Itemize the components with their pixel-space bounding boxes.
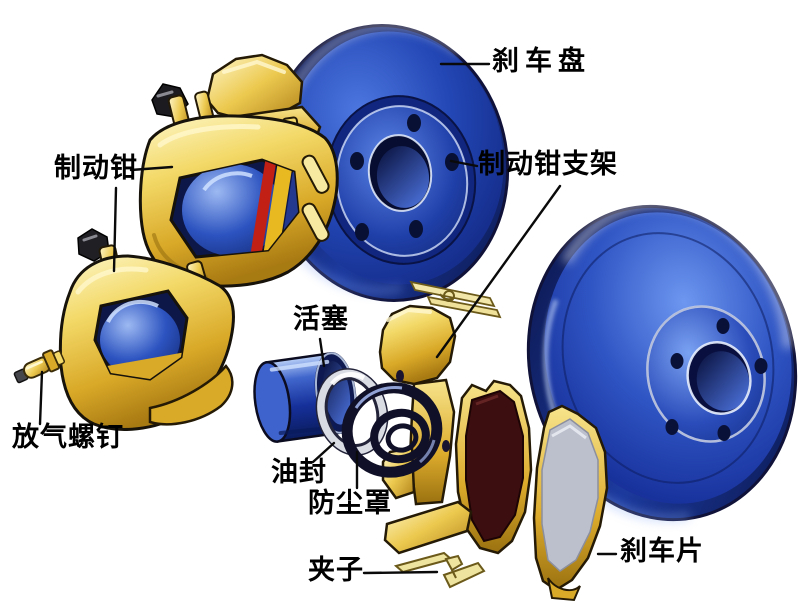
leader-clip [362, 570, 439, 575]
leader-bleed-screw [38, 370, 44, 426]
retaining-clip-illustration [393, 551, 486, 589]
label-oil-seal: 油封 [271, 457, 327, 487]
label-caliper-bracket: 制动钳支架 [478, 149, 618, 179]
leader-caliper-lower [112, 186, 118, 273]
leader-oil-seal [311, 441, 336, 464]
leader-caliper-upper [129, 165, 174, 172]
bolt-holes-rear-disc [350, 114, 459, 241]
label-dust-cover: 防尘罩 [308, 488, 392, 518]
dust-boot-illustration [341, 382, 443, 478]
label-caliper: 制动钳 [54, 153, 138, 183]
bolt-holes-front-disc [665, 318, 768, 441]
brake-pad-inner-illustration [454, 379, 533, 555]
shim-strip-illustration [409, 280, 502, 319]
leader-bracket-hole [449, 159, 479, 168]
label-brake-pad: 刹车片 [620, 536, 704, 566]
caliper-upper-illustration [138, 53, 339, 296]
label-bleed-screw: 放气螺钉 [12, 422, 124, 452]
label-brake-disc: 刹车盘 [492, 46, 591, 76]
caliper-lower-illustration [58, 228, 235, 431]
leader-bracket [435, 184, 562, 359]
leader-lines [38, 62, 618, 575]
leader-piston [318, 337, 326, 368]
bleed-screw-illustration [13, 349, 65, 384]
brake-pad-outer-illustration [532, 404, 609, 602]
oil-seal-illustration [315, 368, 389, 456]
label-clip: 夹子 [308, 555, 364, 585]
label-piston: 活塞 [293, 304, 349, 334]
